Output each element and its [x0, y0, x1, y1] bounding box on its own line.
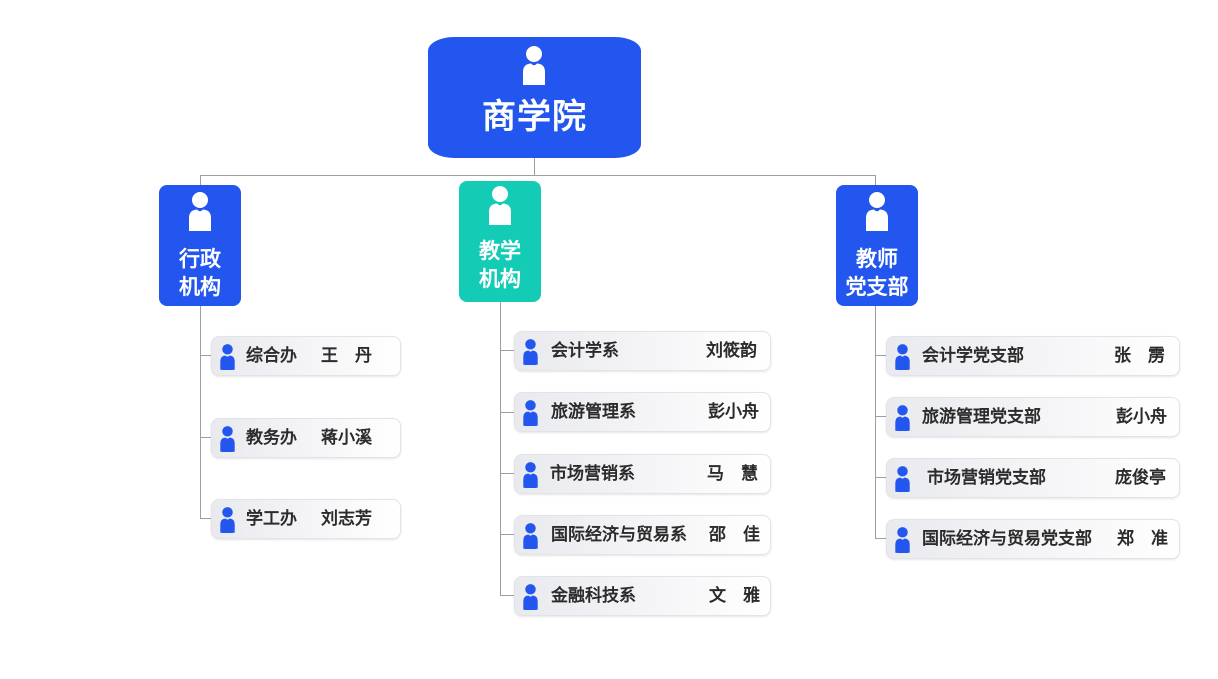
card-dept: 会计学党支部: [922, 346, 1024, 366]
person-icon: [219, 425, 236, 452]
card-dept: 市场营销系: [550, 464, 635, 484]
person-icon: [894, 404, 911, 431]
connector-teaching-5: [500, 595, 514, 596]
card-person-name: 马 慧: [707, 464, 758, 484]
connector-party-1: [875, 355, 886, 356]
person-icon: [522, 461, 539, 488]
party-card-1[interactable]: 会计学党支部 张 雳: [886, 336, 1180, 376]
person-icon: [522, 522, 539, 549]
connector-party-4: [875, 538, 886, 539]
card-person-name: 彭小舟: [708, 402, 759, 422]
connector-root-down: [534, 158, 535, 175]
root-node[interactable]: 商学院: [428, 37, 641, 158]
connector-party-2: [875, 416, 886, 417]
connector-party-trunk: [875, 306, 876, 539]
person-icon: [894, 465, 911, 492]
card-person-name: 蒋小溪: [321, 428, 372, 448]
admin-card-1[interactable]: 综合办 王 丹: [211, 336, 401, 376]
party-card-3[interactable]: 市场营销党支部 庞俊亭: [886, 458, 1180, 498]
branch-teaching-title: 教学 机构: [479, 239, 521, 291]
card-person-name: 彭小舟: [1116, 407, 1167, 427]
card-dept: 旅游管理系: [551, 402, 636, 422]
person-icon: [219, 343, 236, 370]
person-icon: [219, 506, 236, 533]
connector-admin-3: [200, 518, 211, 519]
card-person-name: 郑 准: [1117, 529, 1168, 549]
card-person-name: 张 雳: [1114, 346, 1165, 366]
connector-teaching-1: [500, 350, 514, 351]
connector-horizontal: [200, 175, 876, 176]
card-person-name: 庞俊亭: [1115, 468, 1166, 488]
party-card-4[interactable]: 国际经济与贸易党支部 郑 准: [886, 519, 1180, 559]
connector-teaching-trunk: [500, 302, 501, 596]
person-icon: [864, 191, 890, 231]
teaching-card-2[interactable]: 旅游管理系 彭小舟: [514, 392, 771, 432]
card-dept: 教务办: [246, 428, 297, 448]
person-icon: [522, 583, 539, 610]
connector-admin-down: [200, 175, 201, 185]
person-icon: [521, 45, 547, 85]
connector-teaching-2: [500, 412, 514, 413]
branch-admin[interactable]: 行政 机构: [159, 185, 241, 306]
branch-party[interactable]: 教师 党支部: [836, 185, 918, 306]
admin-card-3[interactable]: 学工办 刘志芳: [211, 499, 401, 539]
branch-teaching[interactable]: 教学 机构: [459, 181, 541, 302]
card-person-name: 王 丹: [321, 346, 372, 366]
connector-party-down: [875, 175, 876, 185]
connector-teaching-4: [500, 534, 514, 535]
card-dept: 学工办: [246, 509, 297, 529]
admin-card-2[interactable]: 教务办 蒋小溪: [211, 418, 401, 458]
party-card-2[interactable]: 旅游管理党支部 彭小舟: [886, 397, 1180, 437]
person-icon: [522, 338, 539, 365]
root-title: 商学院: [482, 97, 587, 137]
connector-admin-trunk: [200, 306, 201, 519]
card-dept: 综合办: [246, 346, 297, 366]
branch-admin-title: 行政 机构: [179, 247, 221, 299]
card-dept: 旅游管理党支部: [922, 407, 1041, 427]
card-person-name: 刘志芳: [321, 509, 372, 529]
teaching-card-5[interactable]: 金融科技系 文 雅: [514, 576, 771, 616]
card-dept: 市场营销党支部: [927, 468, 1046, 488]
teaching-card-3[interactable]: 市场营销系 马 慧: [514, 454, 771, 494]
card-person-name: 邵 佳: [709, 525, 760, 545]
person-icon: [487, 185, 513, 225]
card-dept: 金融科技系: [551, 586, 636, 606]
connector-party-3: [875, 477, 886, 478]
card-person-name: 刘筱韵: [706, 341, 757, 361]
card-dept: 国际经济与贸易系: [551, 525, 687, 545]
connector-teaching-3: [500, 473, 514, 474]
card-person-name: 文 雅: [709, 586, 760, 606]
teaching-card-1[interactable]: 会计学系 刘筱韵: [514, 331, 771, 371]
person-icon: [187, 191, 213, 231]
branch-party-title: 教师 党支部: [845, 247, 909, 299]
person-icon: [522, 399, 539, 426]
connector-admin-1: [200, 355, 211, 356]
person-icon: [894, 526, 911, 553]
card-dept: 国际经济与贸易党支部: [922, 529, 1092, 549]
connector-admin-2: [200, 437, 211, 438]
teaching-card-4[interactable]: 国际经济与贸易系 邵 佳: [514, 515, 771, 555]
card-dept: 会计学系: [551, 341, 619, 361]
person-icon: [894, 343, 911, 370]
